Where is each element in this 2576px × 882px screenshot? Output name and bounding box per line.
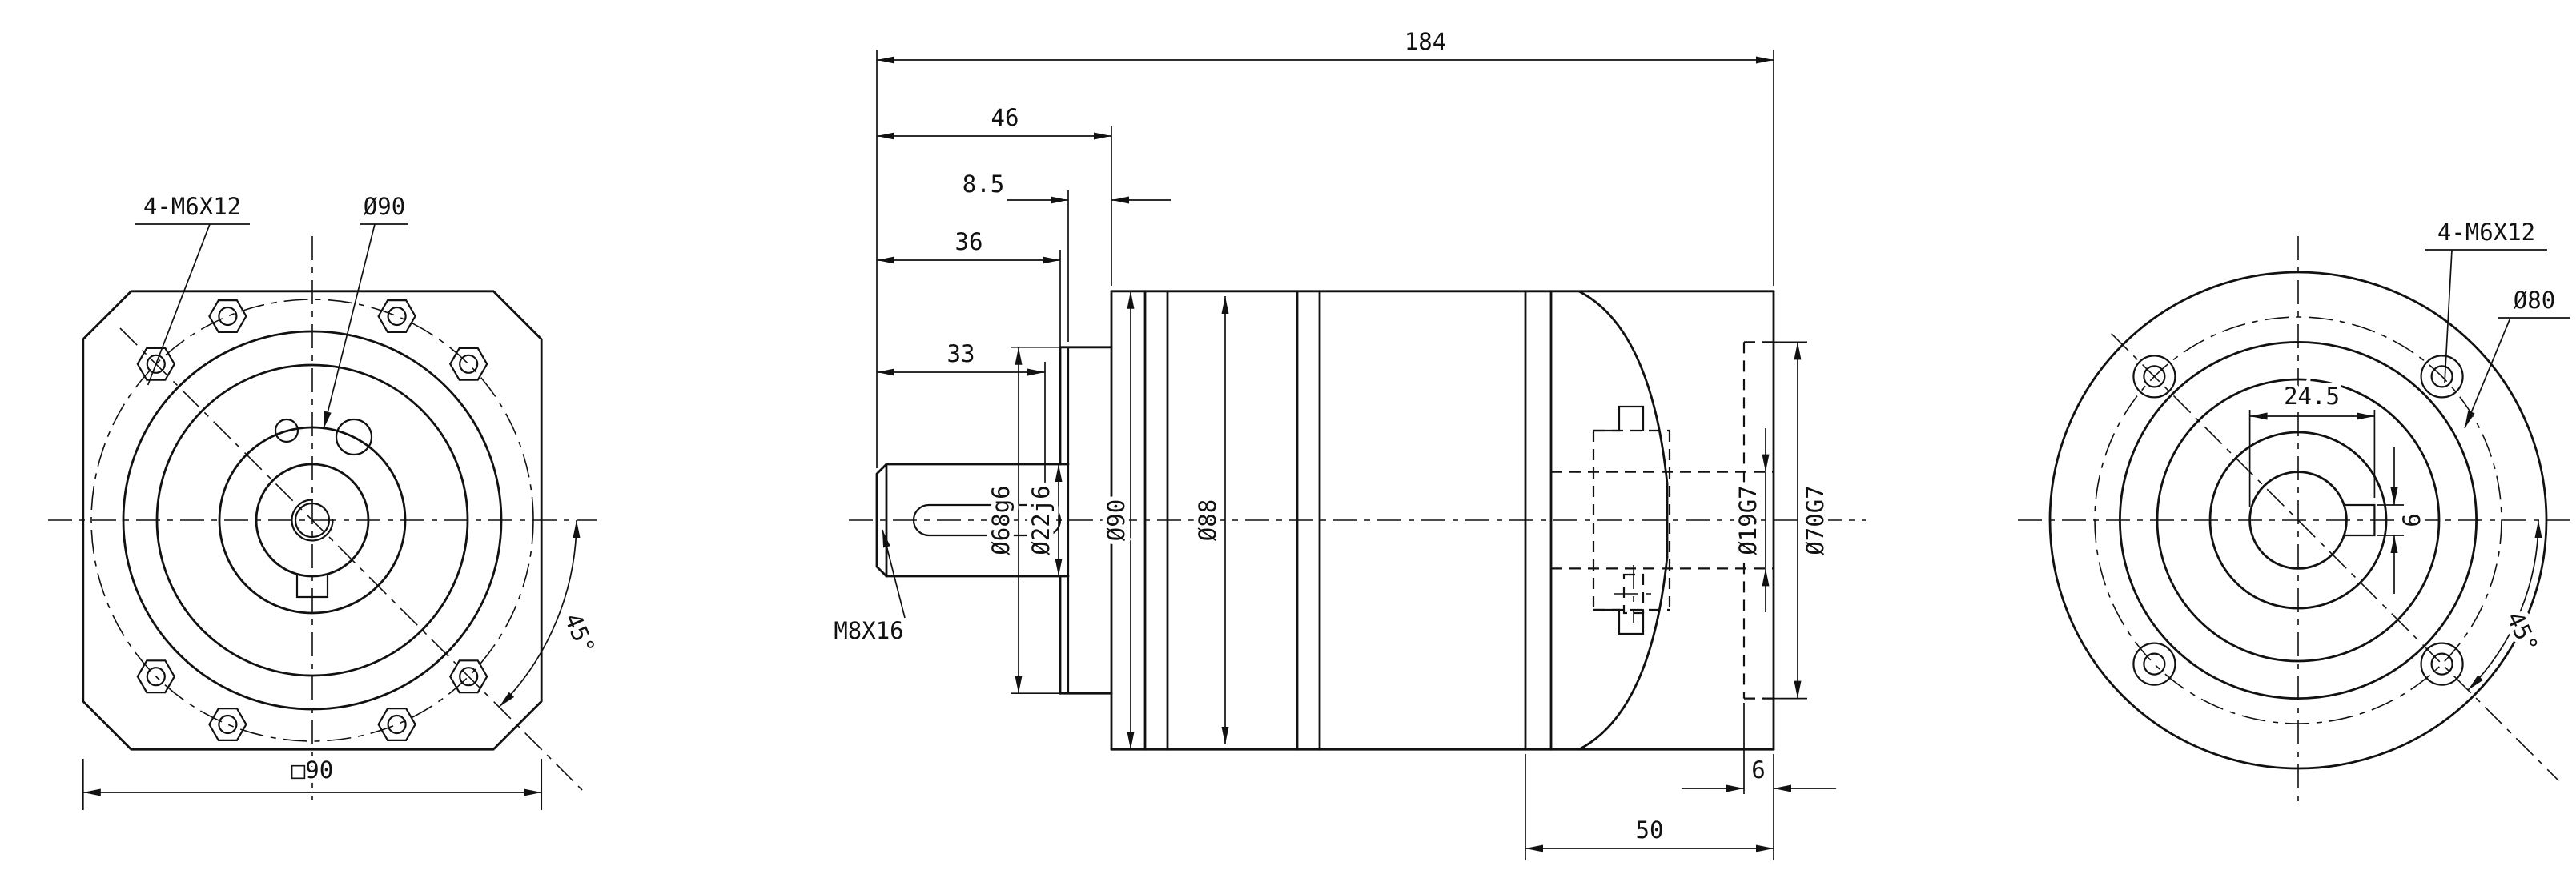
hex-bolt [449, 347, 488, 381]
center-tap-thread-arc [291, 499, 334, 542]
rear-flange-outline [2048, 271, 2548, 770]
screw-hole [2132, 642, 2176, 686]
dim-flange-diameter: Ø90 [1103, 499, 1130, 541]
rear-dimensions: 24.5 6 45° 4-M6X12 Ø80 [2248, 214, 2570, 691]
hub-keyway [2342, 503, 2376, 537]
dim-input-bore: Ø19G7 [1734, 485, 1762, 555]
hex-bolt [377, 707, 416, 742]
dim-keyway-length: 33 [947, 340, 975, 367]
dim-adapter-length: 50 [1636, 816, 1664, 844]
dim-shaft-diameter: Ø22j6 [1027, 485, 1055, 555]
output-shaft-circle [255, 463, 370, 578]
dim-pilot-depth: 6 [1751, 756, 1765, 784]
front-flange-outline [82, 290, 543, 751]
side-view: 184 46 8.5 36 33 Ø68g6 Ø22j6 [830, 24, 1866, 860]
rear-view: 24.5 6 45° 4-M6X12 Ø80 [2018, 214, 2572, 804]
dim-overall-length: 184 [1405, 28, 1446, 55]
leader-line [882, 529, 906, 619]
front-view: □90 45° 4-M6X12 Ø90 [48, 189, 605, 810]
clamp-ring-step [1592, 405, 1645, 432]
input-coupling-hidden [1551, 341, 1774, 700]
leader-line [147, 223, 211, 386]
label-bolt-circle: Ø80 [2514, 287, 2555, 314]
dim-pilot-diameter: Ø68g6 [987, 485, 1015, 555]
dim-square-size: □90 [291, 756, 333, 784]
front-dimensions: □90 45° 4-M6X12 Ø90 [82, 189, 605, 810]
dim-shaft-length: 36 [955, 228, 983, 255]
dim-input-pilot: Ø70G7 [1802, 485, 1829, 555]
label-bolt-circle: Ø90 [364, 193, 405, 220]
dim-pilot-step: 8.5 [962, 170, 1004, 198]
label-shaft-end-tap: M8X16 [834, 617, 903, 644]
side-dimensions: 184 46 8.5 36 33 Ø68g6 Ø22j6 [830, 24, 1836, 860]
center-tap-minor-circle [294, 502, 331, 539]
dim-bore-to-key: 24.5 [2284, 383, 2340, 410]
label-bolt-note: 4-M6X12 [2437, 218, 2535, 246]
dim-keyway-width: 6 [2398, 513, 2425, 527]
adapter-bell-arc [1577, 555, 1669, 751]
rear-centerlines [2018, 236, 2572, 804]
front-centerlines [48, 236, 597, 800]
leader-line [2464, 317, 2511, 429]
hex-bolt [208, 299, 247, 333]
dim-housing-diameter: Ø88 [1194, 499, 1221, 541]
housing-body [1110, 290, 1775, 751]
label-bolt-note: 4-M6X12 [143, 193, 241, 220]
dim-shaft-assembly-length: 46 [991, 104, 1019, 131]
hex-bolt [377, 299, 416, 333]
dim-bolt-angle: 45° [2502, 607, 2544, 657]
front-keyseat [295, 573, 329, 599]
leader-line [2444, 249, 2453, 383]
adapter-bell-arc [1577, 290, 1669, 485]
hex-bolt [208, 707, 247, 742]
input-bore-circle [2248, 471, 2348, 570]
dowel-hole [274, 418, 299, 443]
clamp-ring-step [1592, 608, 1645, 635]
dowel-hole [335, 418, 373, 456]
leader-line [323, 223, 376, 430]
screw-hole [2420, 642, 2464, 686]
dim-bolt-angle: 45° [559, 609, 601, 659]
